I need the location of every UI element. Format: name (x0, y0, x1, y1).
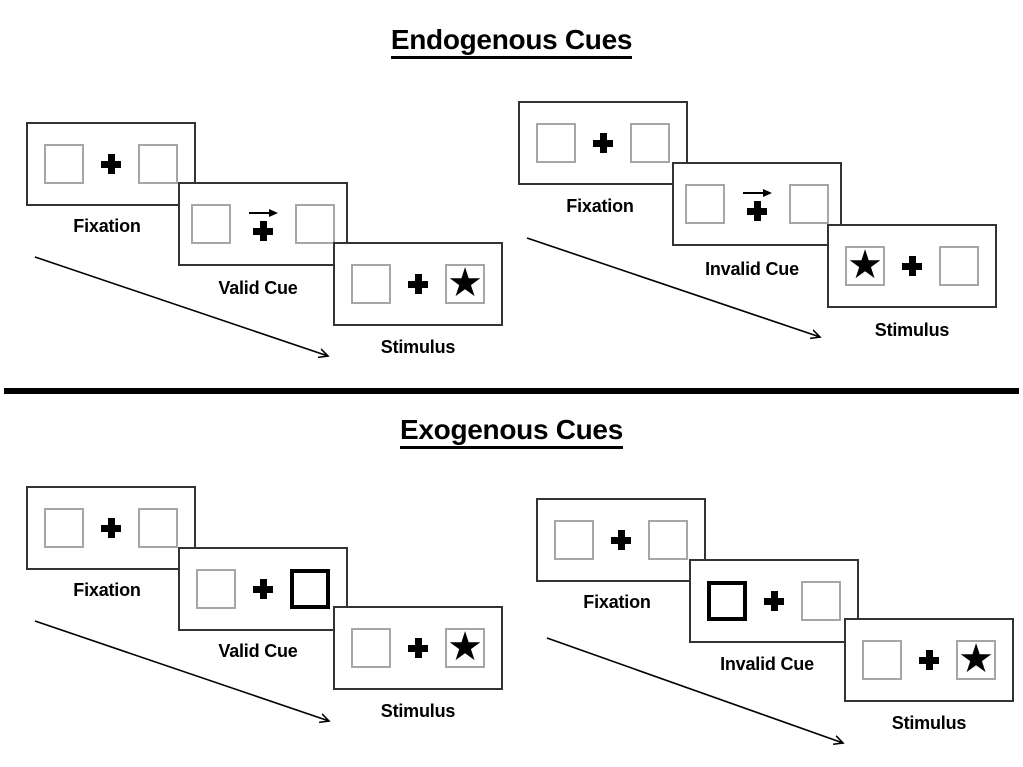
section-title-endogenous-text: Endogenous Cues (390, 24, 632, 59)
fixation-cross-icon (611, 530, 631, 550)
placeholder-box-right (801, 581, 841, 621)
star-box-left: ★ (845, 243, 885, 287)
fixation-cross-icon (764, 591, 784, 611)
cue-center-column (742, 187, 772, 221)
placeholder-box-right (630, 123, 670, 163)
placeholder-box-left (44, 508, 84, 548)
panel-label-stimulus: Stimulus (380, 337, 456, 357)
fixation-panel (26, 486, 196, 570)
panel-label-fixation: Fixation (583, 592, 651, 612)
star-stimulus-icon: ★ (447, 261, 483, 305)
cue-arrow-icon (743, 189, 772, 197)
section-title-exogenous: Exogenous Cues (0, 414, 1023, 449)
star-stimulus-icon: ★ (447, 625, 483, 669)
star-stimulus-icon: ★ (958, 637, 994, 681)
placeholder-box-right (789, 184, 829, 224)
placeholder-box-left (196, 569, 236, 609)
panel-label-invalid-cue: Invalid Cue (705, 259, 799, 279)
fixation-cross-icon (408, 638, 428, 658)
stimulus-panel: ★ (333, 242, 503, 326)
fixation-panel (518, 101, 688, 185)
placeholder-box-left (862, 640, 902, 680)
fixation-panel (26, 122, 196, 206)
placeholder-box-right (138, 508, 178, 548)
stimulus-panel: ★ (827, 224, 997, 308)
cue-panel (672, 162, 842, 246)
cue-panel (689, 559, 859, 643)
placeholder-box-left (191, 204, 231, 244)
star-box-right: ★ (956, 637, 996, 681)
cue-panel (178, 547, 348, 631)
placeholder-box-right (648, 520, 688, 560)
fixation-cross-icon (101, 154, 121, 174)
panel-label-invalid-cue: Invalid Cue (720, 654, 814, 674)
panel-label-valid-cue: Valid Cue (218, 278, 298, 298)
panel-label-stimulus: Stimulus (874, 320, 950, 340)
fixation-panel (536, 498, 706, 582)
panel-label-stimulus: Stimulus (891, 713, 967, 733)
cued-box-left (707, 581, 747, 621)
panel-label-fixation: Fixation (73, 216, 141, 236)
stimulus-panel: ★ (333, 606, 503, 690)
cue-panel (178, 182, 348, 266)
cued-box-right (290, 569, 330, 609)
panel-label-fixation: Fixation (73, 580, 141, 600)
placeholder-box-right (138, 144, 178, 184)
fixation-cross-icon (408, 274, 428, 294)
placeholder-box-left (685, 184, 725, 224)
fixation-cross-icon (747, 201, 767, 221)
section-divider (4, 388, 1019, 394)
placeholder-box-left (536, 123, 576, 163)
section-title-exogenous-text: Exogenous Cues (400, 414, 623, 449)
panel-label-valid-cue: Valid Cue (218, 641, 298, 661)
fixation-cross-icon (919, 650, 939, 670)
panel-label-fixation: Fixation (566, 196, 634, 216)
panel-label-stimulus: Stimulus (380, 701, 456, 721)
timeline-arrow (546, 637, 859, 758)
star-box-right: ★ (445, 261, 485, 305)
fixation-cross-icon (593, 133, 613, 153)
cue-center-column (248, 207, 278, 241)
fixation-cross-icon (902, 256, 922, 276)
placeholder-box-left (351, 264, 391, 304)
fixation-cross-icon (101, 518, 121, 538)
stimulus-panel: ★ (844, 618, 1014, 702)
timeline-arrow (34, 256, 347, 372)
cue-arrow-icon (249, 209, 278, 217)
placeholder-box-left (351, 628, 391, 668)
placeholder-box-left (44, 144, 84, 184)
star-box-right: ★ (445, 625, 485, 669)
timeline-arrow (526, 237, 839, 353)
placeholder-box-right (295, 204, 335, 244)
fixation-cross-icon (253, 221, 273, 241)
placeholder-box-right (939, 246, 979, 286)
star-stimulus-icon: ★ (847, 243, 883, 287)
fixation-cross-icon (253, 579, 273, 599)
section-title-endogenous: Endogenous Cues (0, 24, 1023, 59)
placeholder-box-left (554, 520, 594, 560)
timeline-arrow (34, 620, 347, 736)
